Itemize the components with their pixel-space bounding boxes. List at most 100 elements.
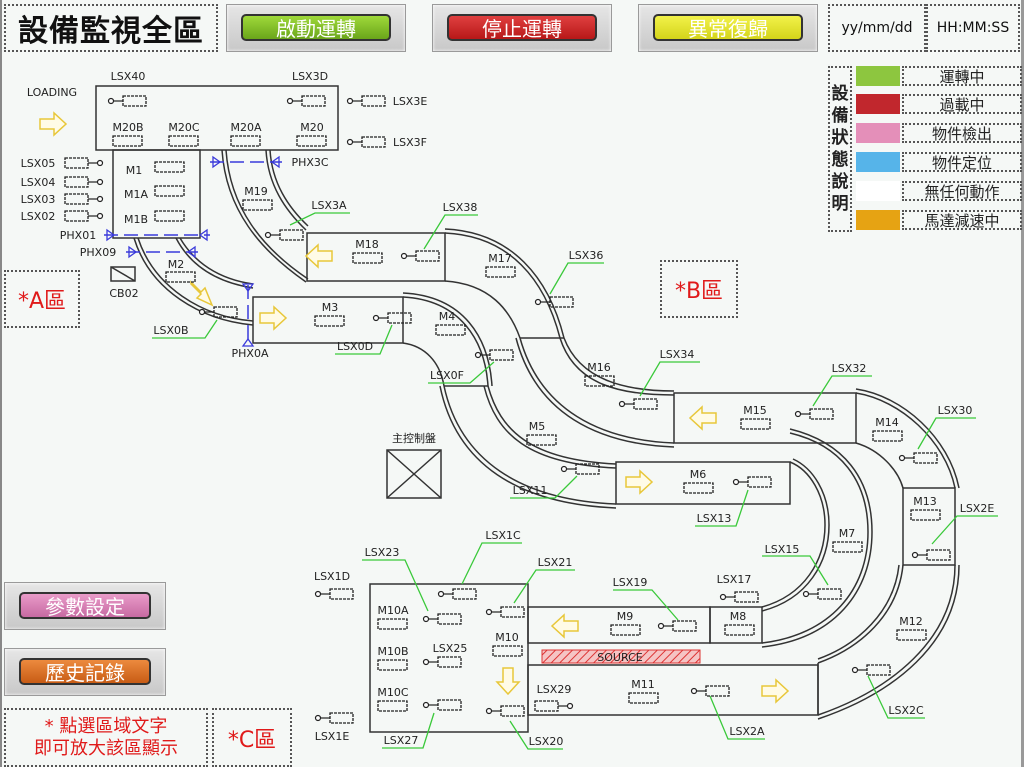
motor-indicator[interactable] xyxy=(740,418,771,430)
limit-switch-lsx1d[interactable] xyxy=(314,588,354,600)
limit-switch-lsx1c[interactable] xyxy=(437,588,477,600)
photo-sensor-emitter[interactable] xyxy=(212,155,222,169)
motor-indicator[interactable] xyxy=(492,645,523,657)
limit-switch-lsx0f[interactable] xyxy=(474,349,514,361)
motor-indicator[interactable] xyxy=(165,271,196,283)
sensor-indicator xyxy=(437,656,462,668)
limit-switch-lsx02[interactable] xyxy=(64,210,104,222)
limit-switch-lsx27[interactable] xyxy=(422,699,462,711)
legend-item: 物件定位 xyxy=(856,152,1022,172)
motor-boxes xyxy=(112,135,941,712)
limit-switch-lsx3f[interactable] xyxy=(346,136,386,148)
motor-indicator[interactable] xyxy=(377,659,408,671)
motor-indicator[interactable] xyxy=(683,482,714,494)
motor-indicator[interactable] xyxy=(112,135,143,147)
motor-indicator[interactable] xyxy=(314,315,345,327)
sensor-indicator xyxy=(64,193,89,205)
limit-switch-lsx05[interactable] xyxy=(64,157,104,169)
motor-indicator[interactable] xyxy=(584,375,615,387)
photo-sensor-emitter[interactable] xyxy=(241,283,255,293)
start-operation-button[interactable]: 啟動運轉 xyxy=(241,14,391,41)
motor-indicator[interactable] xyxy=(872,430,903,442)
motor-indicator[interactable] xyxy=(896,629,927,641)
zone-a-link[interactable]: *A區 xyxy=(4,270,80,328)
motor-indicator[interactable] xyxy=(832,541,863,553)
limit-switch-lsx15[interactable] xyxy=(802,588,842,600)
zone-b-link[interactable]: *B區 xyxy=(660,260,738,318)
limit-switch-lsx25[interactable] xyxy=(422,656,462,668)
photo-sensor-emitter[interactable] xyxy=(241,337,255,347)
limit-switch-lsx0d[interactable] xyxy=(372,312,412,324)
motor-indicator[interactable] xyxy=(910,509,941,521)
limit-switch-lsx1e[interactable] xyxy=(314,712,354,724)
limit-switch-lsx3a[interactable] xyxy=(264,229,304,241)
motor-indicator[interactable] xyxy=(296,135,327,147)
photo-sensor-emitter[interactable] xyxy=(128,245,138,259)
sensor-indicator xyxy=(387,312,412,324)
motor-indicator[interactable] xyxy=(628,692,659,704)
limit-switch-lsx2a[interactable] xyxy=(690,685,730,697)
limit-switch-lsx0b[interactable] xyxy=(198,306,238,318)
limit-switch-lsx03[interactable] xyxy=(64,193,104,205)
limit-switch-lsx20[interactable] xyxy=(485,705,525,717)
photo-sensor-emitter[interactable] xyxy=(270,155,280,169)
limit-switch-lsx11[interactable] xyxy=(560,463,600,475)
limit-switch-lsx34[interactable] xyxy=(618,398,658,410)
motor-indicator[interactable] xyxy=(230,135,261,147)
motor-indicator[interactable] xyxy=(435,324,466,336)
limit-switch-lsx2e[interactable] xyxy=(911,549,951,561)
direction-arrows xyxy=(39,111,790,704)
limit-switch-lsx3d[interactable] xyxy=(286,95,326,107)
sensor-pivot xyxy=(400,252,408,260)
limit-switch-lsx30[interactable] xyxy=(898,452,938,464)
limit-switch-lsx40[interactable] xyxy=(107,95,147,107)
motor-indicator[interactable] xyxy=(377,700,408,712)
motor-indicator[interactable] xyxy=(242,199,273,211)
limit-switch-lsx29[interactable] xyxy=(534,700,574,712)
motor-indicator[interactable] xyxy=(526,434,557,446)
sensor-indicator xyxy=(122,95,147,107)
motor-indicator[interactable] xyxy=(154,161,185,173)
photo-sensor-emitter[interactable] xyxy=(106,228,116,242)
leader-line xyxy=(931,515,998,545)
error-reset-button[interactable]: 異常復歸 xyxy=(653,14,803,41)
sensor-indicator xyxy=(926,549,951,561)
limit-switch-lsx17[interactable] xyxy=(719,591,759,603)
limit-switch-lsx19[interactable] xyxy=(657,620,697,632)
main-panel-label: 主控制盤 xyxy=(392,431,436,445)
parameter-settings-button[interactable]: 參數設定 xyxy=(19,592,151,619)
track-m7-inner2 xyxy=(761,458,830,612)
history-records-button[interactable]: 歷史記錄 xyxy=(19,658,151,685)
track-m12-inner xyxy=(817,564,904,664)
motor-indicator[interactable] xyxy=(168,135,199,147)
photo-sensor-emitter[interactable] xyxy=(198,228,208,242)
sensor-label: LSX15 xyxy=(765,543,800,556)
limit-switch-lsx2c[interactable] xyxy=(851,664,891,676)
limit-switch-lsx23[interactable] xyxy=(422,613,462,625)
motor-indicator[interactable] xyxy=(377,618,408,630)
motor-indicator[interactable] xyxy=(724,624,755,636)
m1-lift-box xyxy=(112,149,201,239)
limit-switch-lsx32[interactable] xyxy=(794,408,834,420)
photo-sensor-emitter[interactable] xyxy=(186,245,196,259)
motor-indicator[interactable] xyxy=(154,210,185,222)
motor-indicator[interactable] xyxy=(485,266,516,278)
stop-operation-button[interactable]: 停止運轉 xyxy=(447,14,597,41)
hint-line-1: * 點選區域文字 xyxy=(44,715,168,737)
limit-switch-lsx21[interactable] xyxy=(485,606,525,618)
motor-label: M13 xyxy=(913,495,937,508)
limit-switch-lsx38[interactable] xyxy=(400,250,440,262)
zone-c-link[interactable]: *C區 xyxy=(212,708,292,767)
leader-line xyxy=(917,417,976,450)
limit-switch-lsx13[interactable] xyxy=(732,476,772,488)
sensor-indicator xyxy=(575,463,600,475)
motor-indicator[interactable] xyxy=(610,624,641,636)
motor-indicator[interactable] xyxy=(154,185,185,197)
limit-switch-lsx04[interactable] xyxy=(64,176,104,188)
limit-switch-lsx36[interactable] xyxy=(534,296,574,308)
legend-label: 馬達減速中 xyxy=(902,210,1022,230)
sensor-indicator xyxy=(301,95,326,107)
limit-switch-lsx3e[interactable] xyxy=(346,95,386,107)
motor-indicator[interactable] xyxy=(352,252,383,264)
legend-swatch xyxy=(856,152,900,172)
